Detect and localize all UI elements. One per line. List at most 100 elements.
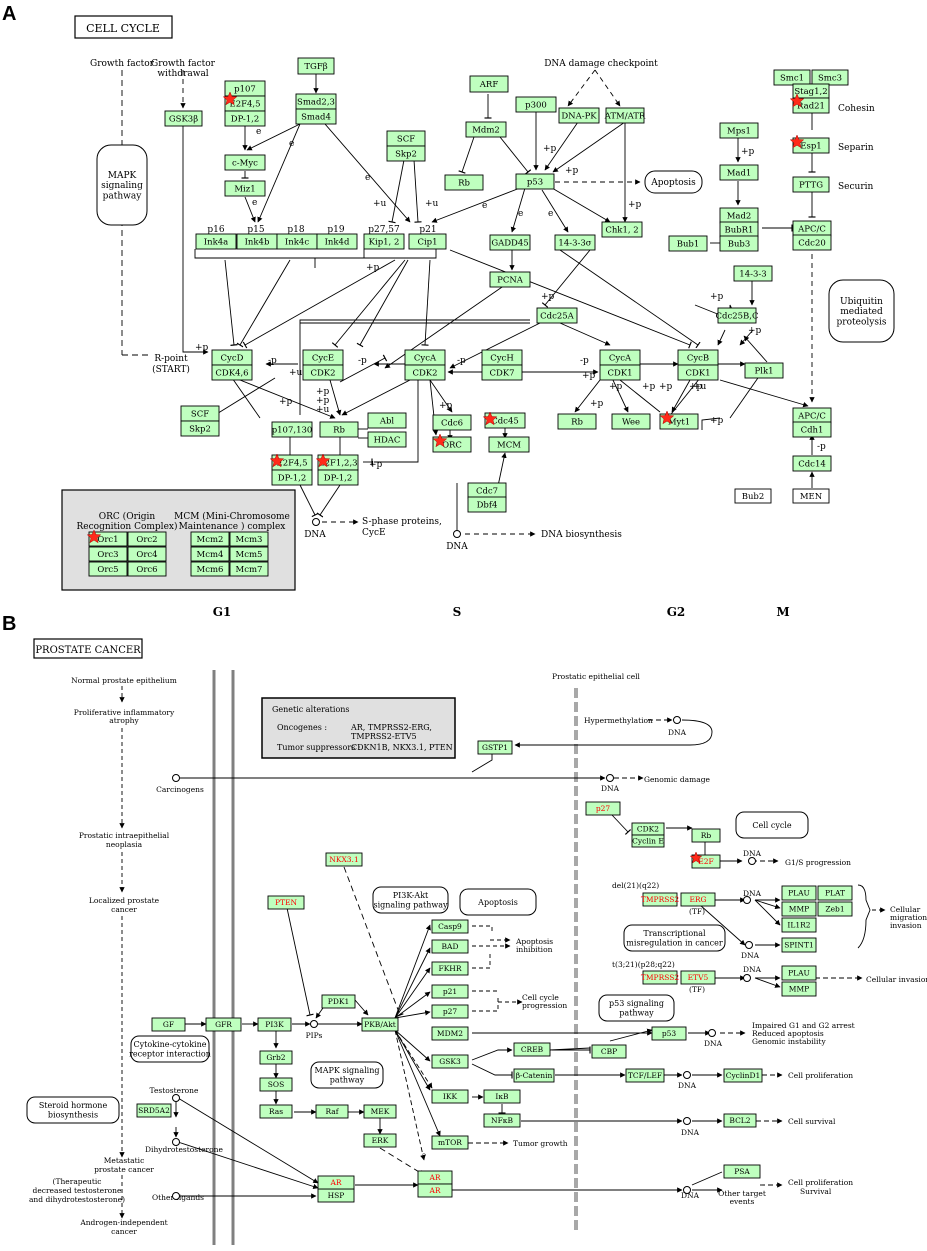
node-smad23[interactable]: Smad2,3 — [295, 93, 337, 110]
node-rb2[interactable]: Rb — [319, 421, 359, 438]
node-wee[interactable]: Wee — [611, 413, 651, 430]
node-mcm5[interactable]: Mcm5 — [229, 546, 269, 562]
node-mcm6[interactable]: Mcm6 — [190, 561, 230, 577]
node-ar1[interactable]: AR — [317, 1175, 355, 1190]
node-cdk1b[interactable]: CDK1 — [677, 364, 719, 381]
node-cdk46[interactable]: CDK4,6 — [211, 364, 253, 381]
node-bub2[interactable]: Bub2 — [734, 488, 772, 504]
node-rb[interactable]: Rb — [691, 828, 721, 843]
node-cyca2[interactable]: CycA — [599, 349, 641, 366]
node-apcc2[interactable]: APC/C — [792, 407, 832, 424]
node-ink4a[interactable]: Ink4a — [195, 233, 237, 250]
node-orc2[interactable]: Orc2 — [127, 531, 167, 547]
node-p27b[interactable]: p27 — [431, 1004, 469, 1019]
node-ikk[interactable]: IKK — [431, 1089, 469, 1104]
node-smc1[interactable]: Smc1 — [773, 69, 811, 86]
node-spint1[interactable]: SPINT1 — [781, 937, 817, 953]
node-il1r2[interactable]: IL1R2 — [781, 917, 817, 933]
node-cyca1[interactable]: CycA — [404, 349, 446, 366]
node-pten[interactable]: PTEN — [267, 895, 305, 910]
node-orc4[interactable]: Orc4 — [127, 546, 167, 562]
node-tcflef[interactable]: TCF/LEF — [625, 1068, 665, 1083]
node-cycb[interactable]: CycB — [677, 349, 719, 366]
node-skp2a[interactable]: Skp2 — [386, 145, 426, 162]
node-plat[interactable]: PLAT — [817, 885, 853, 901]
node-mps1[interactable]: Mps1 — [719, 122, 759, 139]
node-casp9[interactable]: Casp9 — [431, 919, 469, 934]
node-plau1[interactable]: PLAU — [781, 885, 817, 901]
node-cdk1a[interactable]: CDK1 — [599, 364, 641, 381]
node-mtor[interactable]: mTOR — [431, 1135, 469, 1150]
node-s1433s[interactable]: 14-3-3σ — [554, 234, 596, 251]
node-nkx31[interactable]: NKX3.1 — [325, 852, 363, 867]
node-nfkb[interactable]: NFκB — [483, 1113, 521, 1128]
node-grb2[interactable]: Grb2 — [259, 1050, 293, 1065]
node-cdk2b[interactable]: CDK2 — [404, 364, 446, 381]
node-arf[interactable]: ARF — [469, 75, 509, 93]
node-orc5[interactable]: Orc5 — [88, 561, 128, 577]
node-cdc14[interactable]: Cdc14 — [792, 455, 832, 472]
node-tmprss2a[interactable]: TMPRSS2 — [641, 892, 680, 907]
node-tmprss2b[interactable]: TMPRSS2 — [641, 970, 680, 985]
node-orc3[interactable]: Orc3 — [88, 546, 128, 562]
node-gsk3[interactable]: GSK3 — [431, 1054, 469, 1069]
node-dp12b[interactable]: DP-1,2 — [271, 469, 313, 486]
node-erk[interactable]: ERK — [363, 1133, 397, 1148]
node-bub1[interactable]: Bub1 — [668, 235, 708, 252]
node-mcm[interactable]: MCM — [488, 436, 530, 453]
node-p21[interactable]: p21 — [431, 984, 469, 999]
node-pi3k[interactable]: PI3K — [257, 1017, 292, 1032]
node-cdc25bc[interactable]: Cdc25B,C — [716, 307, 759, 324]
node-men[interactable]: MEN — [792, 488, 830, 504]
node-pttg[interactable]: PTTG — [792, 176, 830, 193]
node-rad21[interactable]: Rad21 — [792, 97, 830, 114]
node-atmatr[interactable]: ATM/ATR — [604, 107, 646, 124]
node-pkbakt[interactable]: PKB/Akt — [361, 1017, 399, 1032]
node-mcm7[interactable]: Mcm7 — [229, 561, 269, 577]
node-chk12[interactable]: Chk1, 2 — [601, 221, 643, 238]
node-cych[interactable]: CycH — [481, 349, 523, 366]
node-gstp1[interactable]: GSTP1 — [477, 740, 513, 755]
node-mdm2[interactable]: MDM2 — [431, 1026, 469, 1041]
node-bubr1[interactable]: BubR1 — [719, 221, 759, 238]
node-cdk7[interactable]: CDK7 — [481, 364, 523, 381]
node-p53[interactable]: p53 — [651, 1026, 687, 1041]
node-mek[interactable]: MEK — [363, 1104, 397, 1119]
node-orc6[interactable]: Orc6 — [127, 561, 167, 577]
node-fkhr[interactable]: FKHR — [431, 961, 469, 976]
node-p27a[interactable]: p27 — [585, 801, 621, 816]
node-cmyc[interactable]: c-Myc — [224, 154, 266, 171]
node-mcm4[interactable]: Mcm4 — [190, 546, 230, 562]
node-miz1[interactable]: Miz1 — [224, 180, 266, 197]
node-ink4b[interactable]: Ink4b — [236, 233, 278, 250]
node-ar3[interactable]: AR — [417, 1183, 453, 1198]
node-mcm3[interactable]: Mcm3 — [229, 531, 269, 547]
node-abl[interactable]: Abl — [367, 412, 407, 429]
node-ink4d[interactable]: Ink4d — [316, 233, 358, 250]
node-cdk2[interactable]: CDK2 — [631, 822, 665, 836]
node-smc3[interactable]: Smc3 — [811, 69, 849, 86]
node-rb3[interactable]: Rb — [557, 413, 597, 430]
node-skp2b[interactable]: Skp2 — [180, 420, 220, 437]
node-kip12[interactable]: Kip1, 2 — [363, 233, 405, 250]
node-cdc25a[interactable]: Cdc25A — [536, 307, 578, 324]
node-s1433[interactable]: 14-3-3 — [733, 265, 773, 282]
node-cdc20[interactable]: Cdc20 — [792, 234, 832, 251]
pathway-link-apoptosis[interactable]: Apoptosis — [459, 888, 537, 916]
node-smad4[interactable]: Smad4 — [295, 108, 337, 125]
node-hsp[interactable]: HSP — [317, 1188, 355, 1203]
node-zeb1[interactable]: Zeb1 — [817, 901, 853, 917]
node-erg[interactable]: ERG — [680, 892, 716, 907]
node-dnapk[interactable]: DNA-PK — [558, 107, 600, 124]
node-cip1[interactable]: Cip1 — [408, 233, 447, 250]
node-etv5[interactable]: ETV5 — [680, 970, 716, 985]
node-cbp[interactable]: CBP — [591, 1044, 627, 1059]
pathway-link-apoptosis[interactable]: Apoptosis — [644, 170, 703, 194]
node-p300[interactable]: p300 — [515, 96, 557, 113]
node-cdc7[interactable]: Cdc7 — [467, 482, 507, 499]
